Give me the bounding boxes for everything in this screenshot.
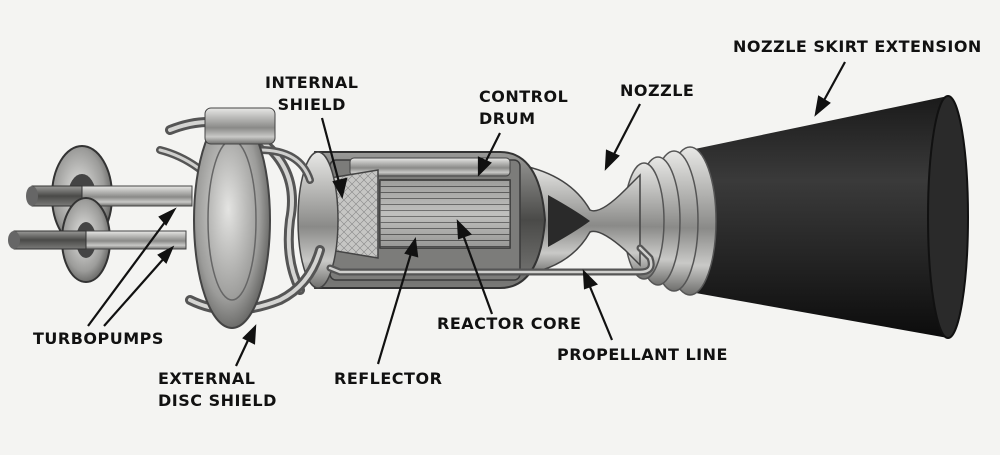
label-internal-shield-line2: SHIELD: [277, 95, 346, 114]
control-drum-shape: [349, 157, 511, 177]
arrow-propellant-line: [586, 281, 614, 341]
label-reactor-core: REACTOR CORE: [437, 314, 582, 333]
label-reflector: REFLECTOR: [334, 369, 443, 388]
turbopump-lower: [8, 197, 187, 283]
label-nozzle: NOZZLE: [620, 81, 695, 100]
nozzle-skirt-shape: [690, 96, 967, 338]
label-nozzle-skirt-extension: NOZZLE SKIRT EXTENSION: [733, 37, 982, 56]
arrow-internal-shield: [320, 117, 342, 187]
label-internal-shield: INTERNAL SHIELD: [265, 72, 358, 116]
label-external-disc-shield-line1: EXTERNAL: [158, 369, 256, 388]
arrow-turbopumps-1: [87, 217, 169, 327]
arrow-reactor-core: [460, 231, 494, 315]
label-internal-shield-line1: INTERNAL: [265, 73, 359, 92]
label-external-disc-shield-line2: DISC SHIELD: [158, 391, 277, 410]
label-control-drum-line1: CONTROL: [479, 87, 569, 106]
arrow-control-drum: [483, 132, 501, 166]
label-external-disc-shield: EXTERNAL DISC SHIELD: [158, 368, 277, 412]
vessel-dome: [297, 151, 339, 289]
label-turbopumps: TURBOPUMPS: [33, 329, 164, 348]
nozzle-skirt-rim: [927, 95, 969, 339]
arrow-turbopumps-2: [103, 255, 167, 327]
label-control-drum: CONTROL DRUM: [479, 86, 568, 130]
arrow-nozzle-skirt: [821, 61, 846, 105]
label-propellant-line: PROPELLANT LINE: [557, 345, 728, 364]
leader-lines: [87, 61, 846, 367]
label-control-drum-line2: DRUM: [479, 109, 536, 128]
arrow-reflector: [376, 249, 414, 365]
arrow-nozzle: [611, 103, 641, 159]
